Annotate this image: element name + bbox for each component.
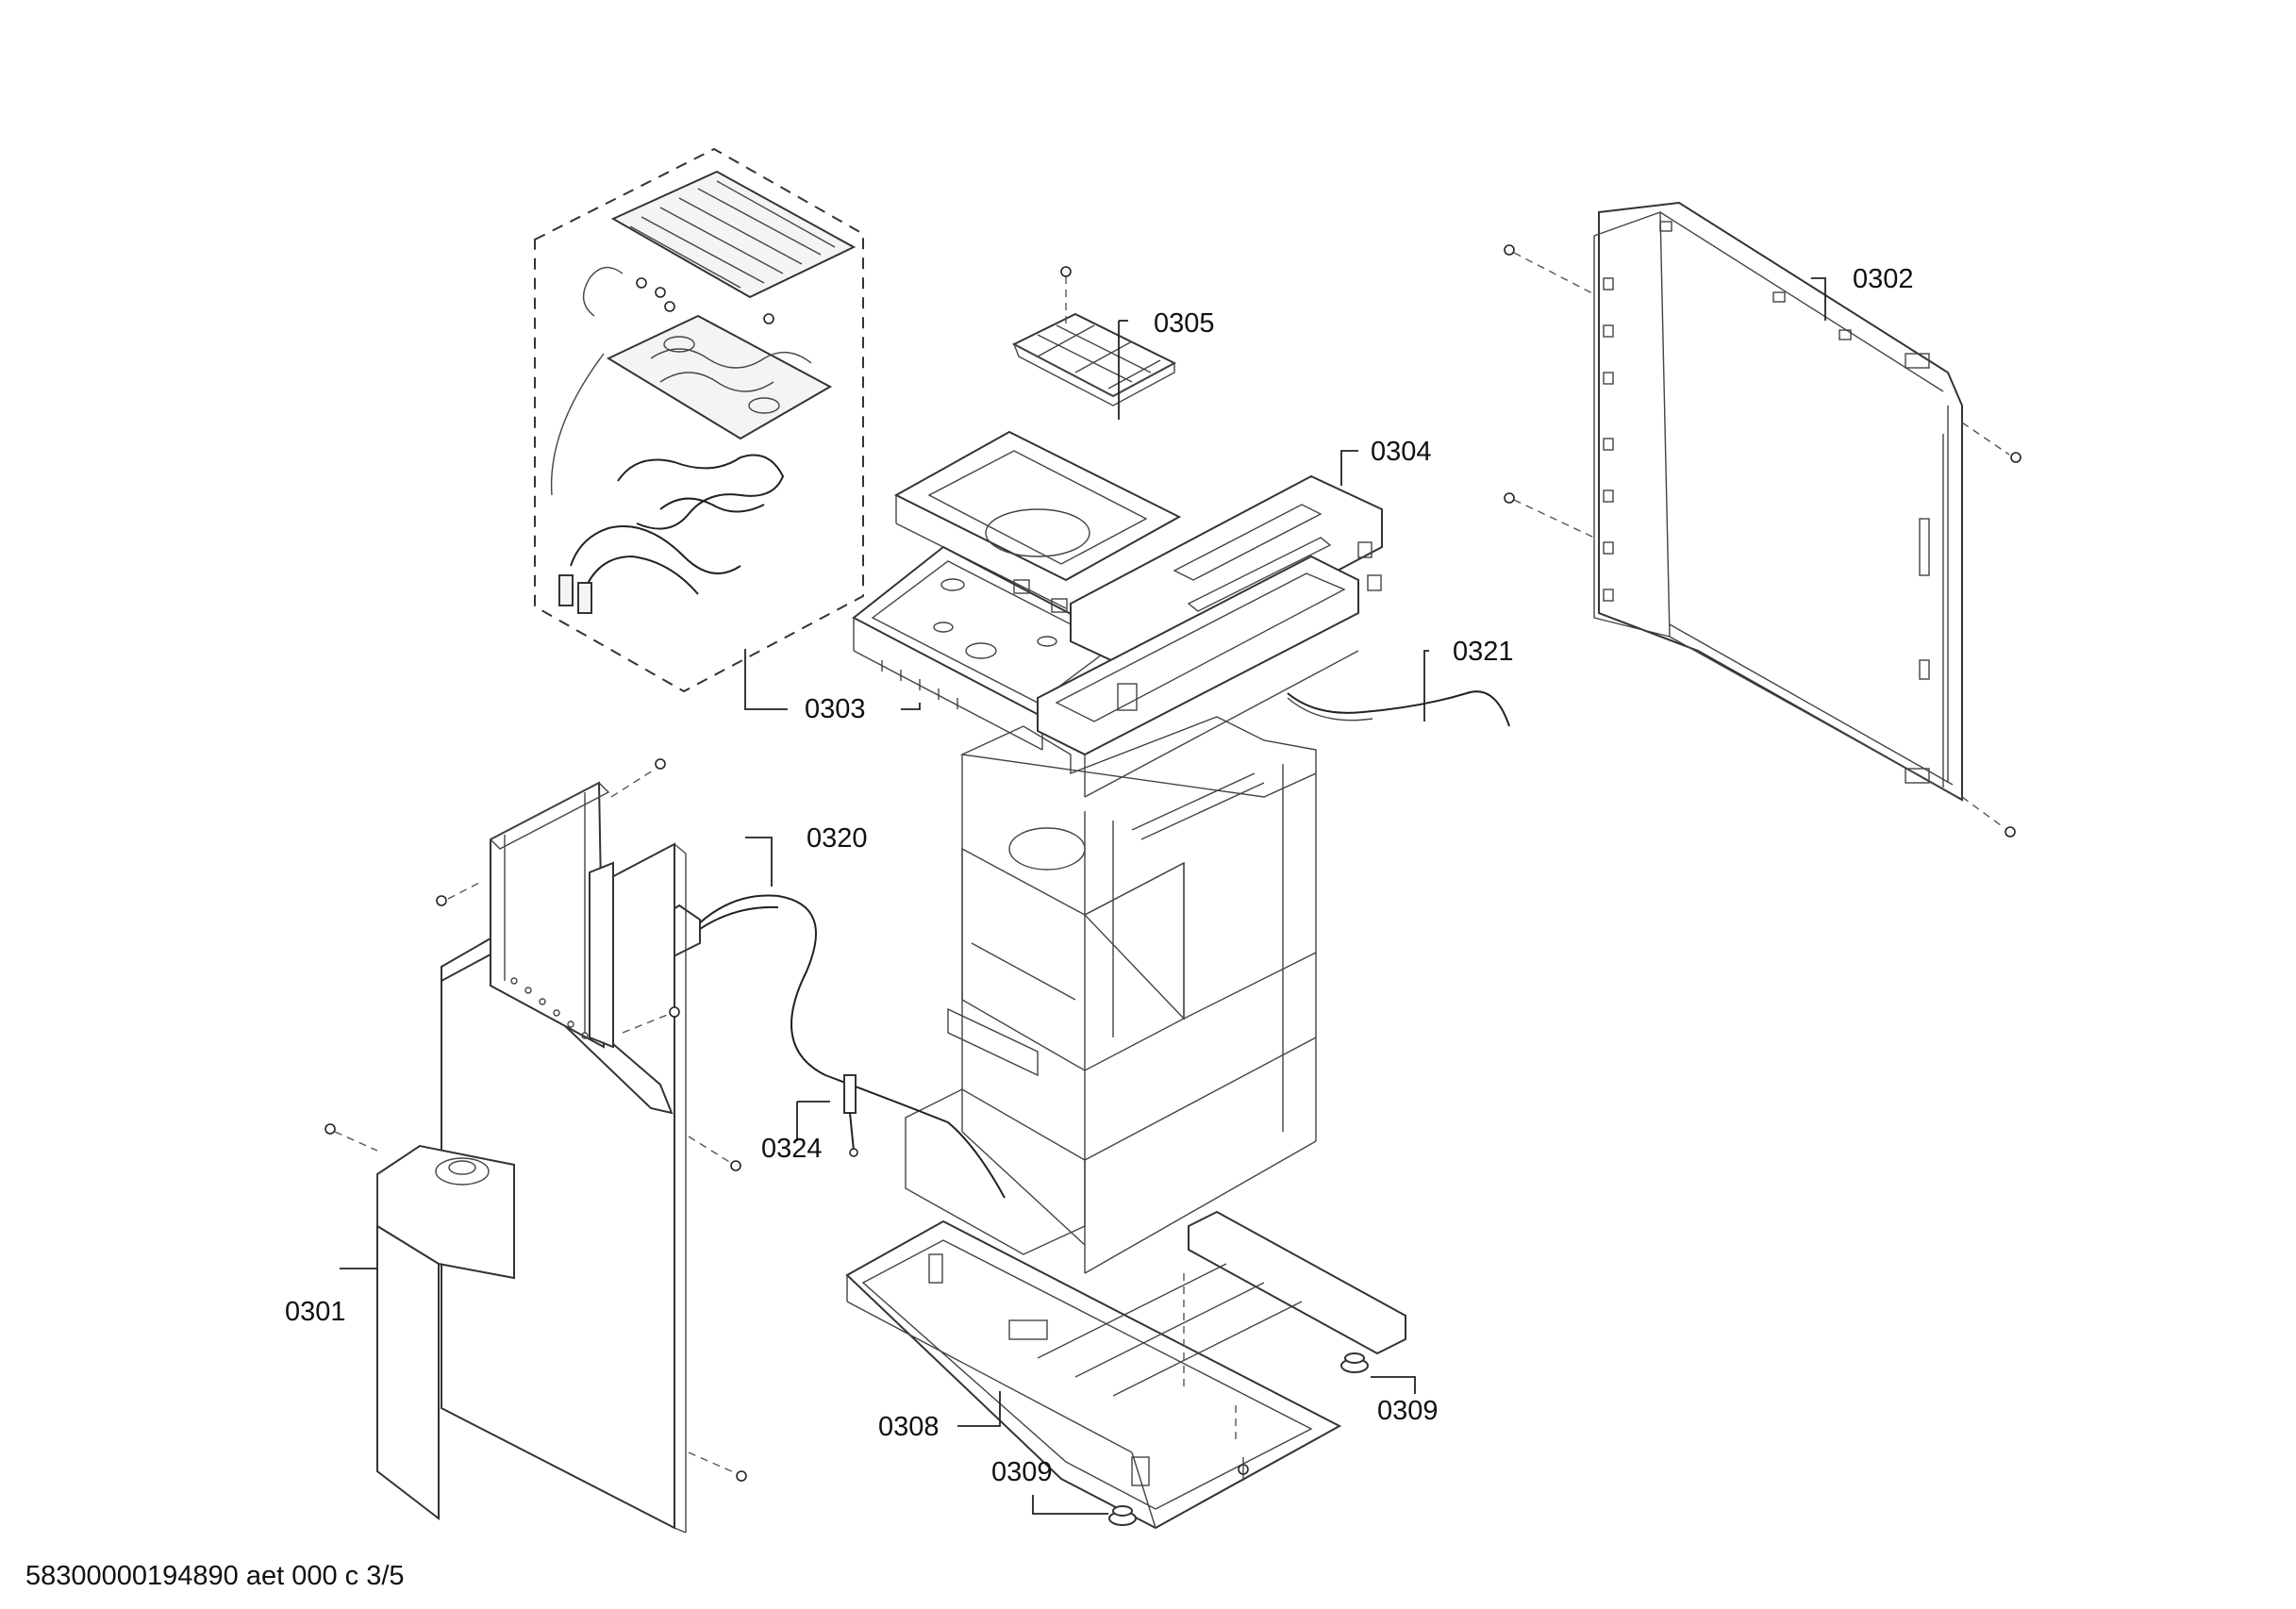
top-cover-assembly[interactable] xyxy=(852,430,1383,798)
small-grille-part[interactable] xyxy=(1011,266,1177,406)
heater-kit-group[interactable] xyxy=(534,147,864,693)
sensor-part[interactable] xyxy=(843,1074,858,1157)
part-label-0321: 0321 xyxy=(1453,637,1514,667)
part-label-0309-rear: 0309 xyxy=(1377,1396,1439,1426)
part-label-0320: 0320 xyxy=(807,823,868,854)
leader-lines xyxy=(340,277,1826,1515)
foot-front[interactable] xyxy=(1108,1505,1137,1526)
part-label-0304: 0304 xyxy=(1371,437,1432,467)
left-side-panel[interactable] xyxy=(376,781,687,1534)
mains-cable[interactable] xyxy=(650,894,1006,1199)
main-housing-frame[interactable] xyxy=(905,716,1317,1274)
part-label-0301: 0301 xyxy=(285,1297,346,1327)
part-label-0324: 0324 xyxy=(761,1134,823,1164)
part-label-0305: 0305 xyxy=(1154,308,1215,339)
base-tray[interactable] xyxy=(845,1210,1406,1530)
part-label-0303: 0303 xyxy=(805,694,866,724)
part-label-0309-front: 0309 xyxy=(991,1457,1053,1487)
screws xyxy=(324,244,2021,1482)
part-label-0308: 0308 xyxy=(878,1412,940,1442)
back-panel[interactable] xyxy=(1593,201,1963,802)
document-code: 58300000194890 aet 000 c 3/5 xyxy=(25,1561,405,1591)
internal-cable[interactable] xyxy=(1287,690,1510,727)
foot-rear[interactable] xyxy=(1340,1352,1369,1373)
part-label-0302: 0302 xyxy=(1853,264,1914,294)
